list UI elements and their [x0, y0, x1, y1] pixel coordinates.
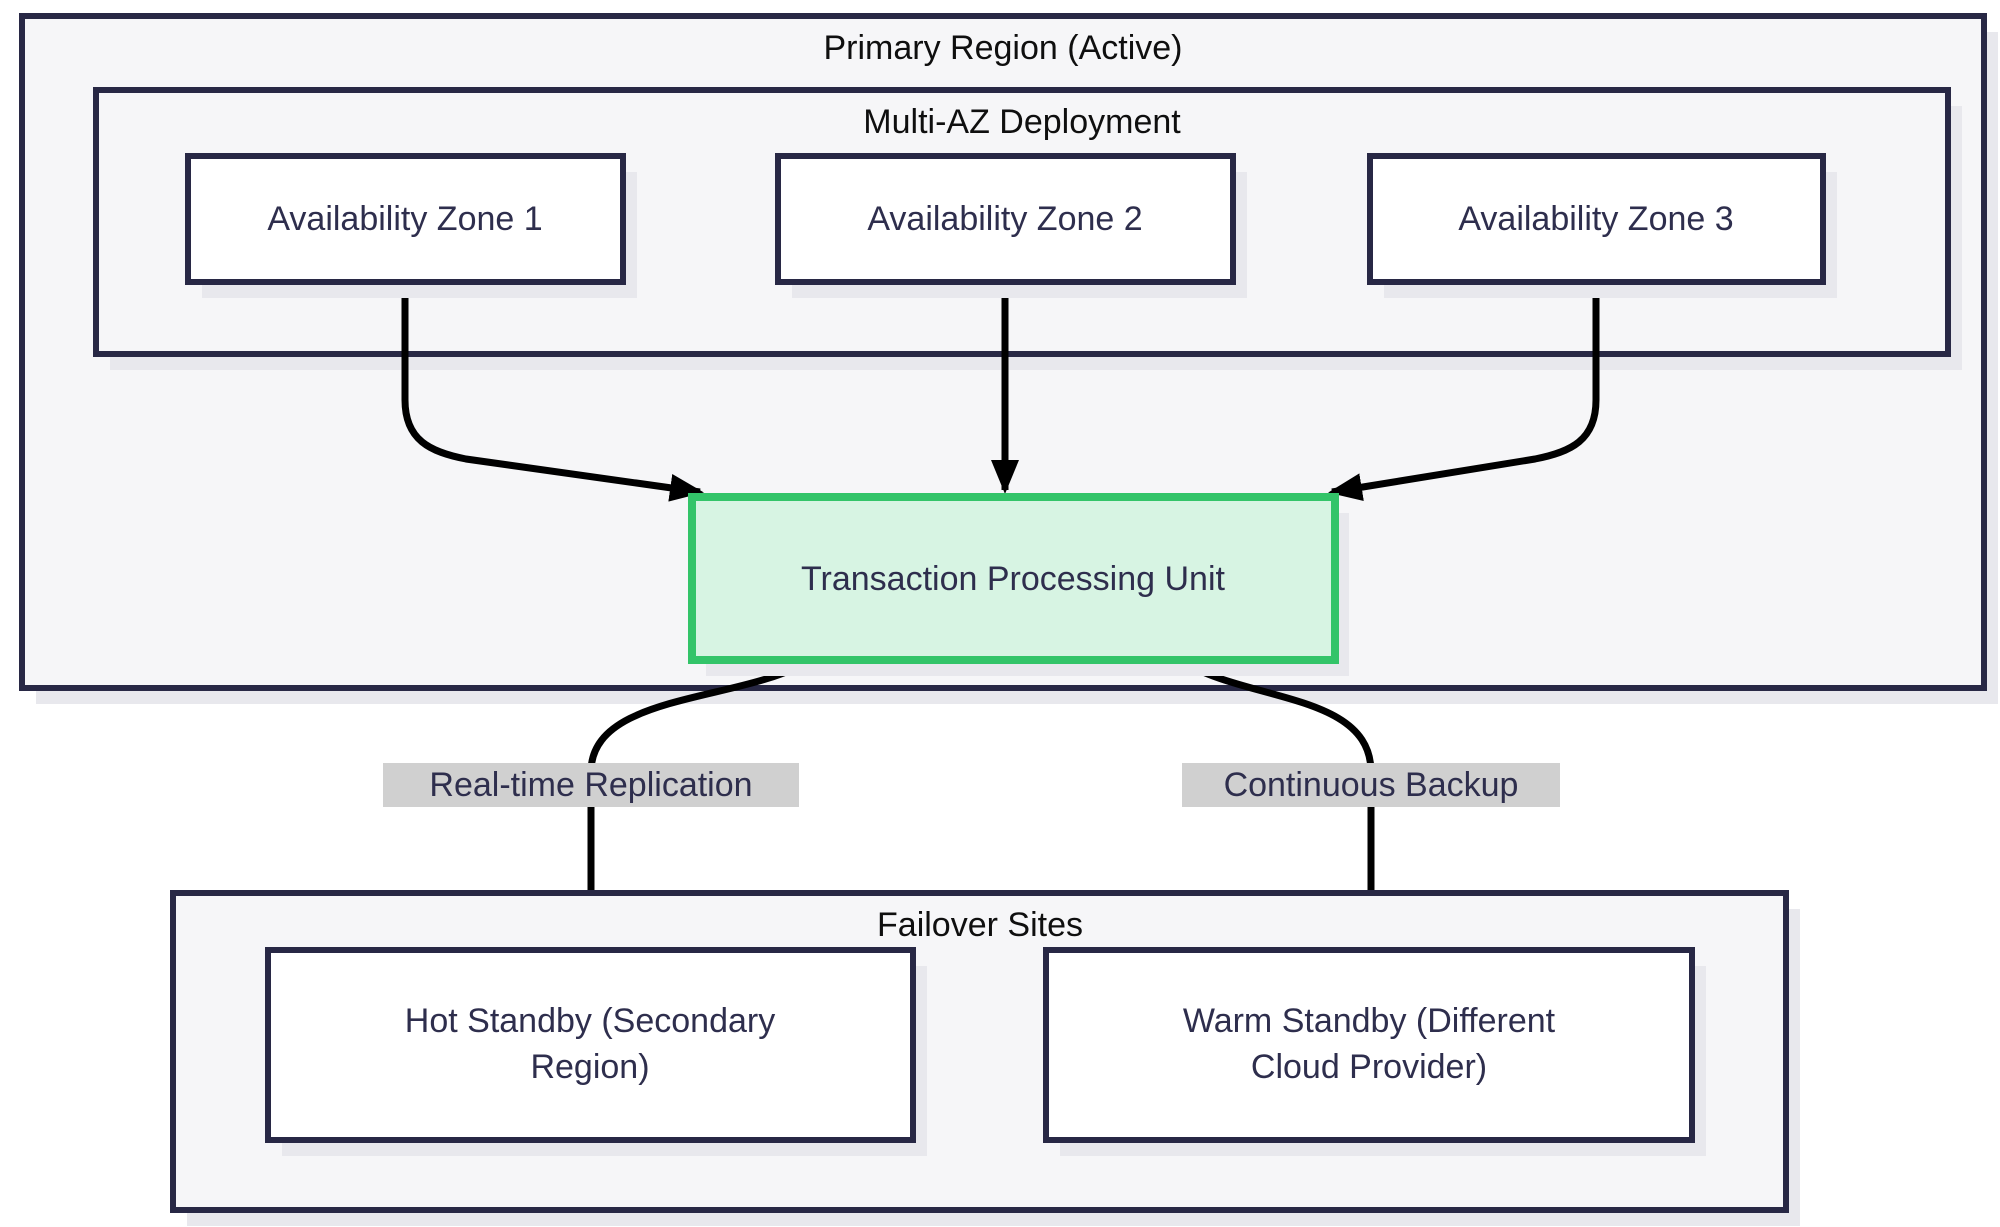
tpu-label: Transaction Processing Unit	[801, 560, 1225, 598]
primary-region-title: Primary Region (Active)	[824, 29, 1183, 67]
warm-standby-node	[1043, 947, 1695, 1143]
az3-label: Availability Zone 3	[1458, 200, 1733, 238]
hot-standby-label-line2: Region)	[530, 1048, 649, 1086]
backup-edge-label: Continuous Backup	[1224, 766, 1519, 804]
multi-az-title: Multi-AZ Deployment	[863, 103, 1181, 141]
edge-az1-to-tpu	[401, 282, 704, 502]
replication-edge-label: Real-time Replication	[429, 766, 752, 804]
warm-standby-label-line1: Warm Standby (Different	[1183, 1002, 1556, 1040]
hot-standby-node	[265, 947, 916, 1143]
warm-standby-label-line2: Cloud Provider)	[1251, 1048, 1487, 1086]
az3-node	[1367, 153, 1826, 285]
az1-label: Availability Zone 1	[267, 200, 542, 238]
replication-edge-label-bg	[383, 763, 799, 807]
failover-title: Failover Sites	[877, 906, 1083, 944]
az1-node	[185, 153, 626, 285]
tpu-node	[688, 493, 1339, 664]
edge-az3-to-tpu	[1328, 282, 1600, 502]
az2-node	[775, 153, 1236, 285]
az2-label: Availability Zone 2	[867, 200, 1142, 238]
hot-standby-label-line1: Hot Standby (Secondary	[405, 1002, 775, 1040]
backup-edge-label-bg	[1182, 763, 1560, 807]
